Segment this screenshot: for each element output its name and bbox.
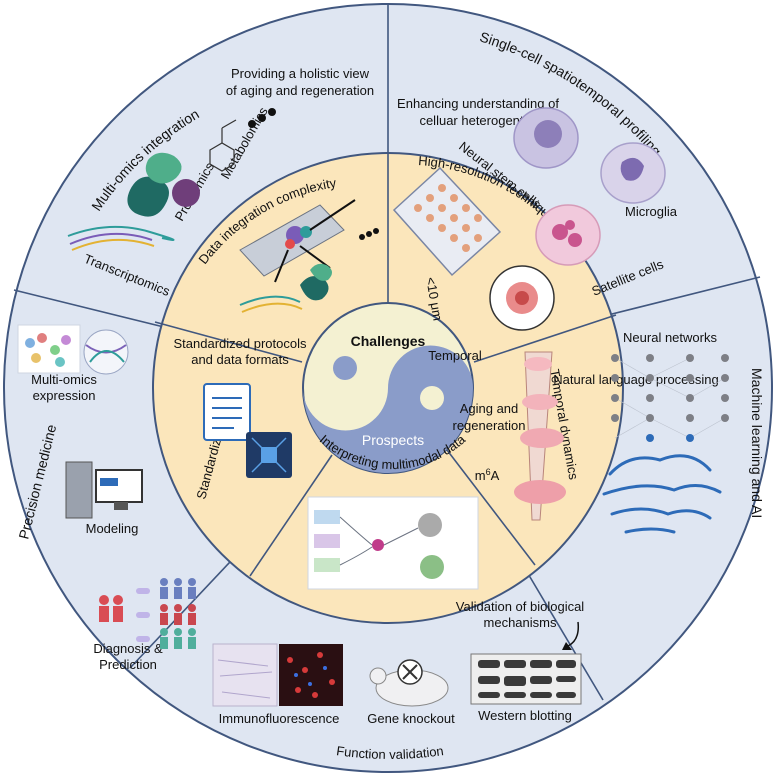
protein-illustration <box>127 152 200 217</box>
neural-networks-label: Neural networks <box>623 330 717 345</box>
histology-image <box>212 643 278 707</box>
holistic-line2: of aging and regeneration <box>226 83 374 98</box>
holistic-line1: Providing a holistic view <box>231 66 370 81</box>
standardized-line1: Standardized protocols <box>174 336 307 351</box>
brain-circuit-illustration <box>602 454 722 534</box>
well-plate-illustration <box>392 166 502 277</box>
mouse-knockout-illustration <box>369 659 449 707</box>
magnified-cell-illustration <box>489 265 555 331</box>
enhancing-line1: Enhancing understanding of <box>397 96 559 111</box>
metabolite-dots-illustration <box>248 108 276 128</box>
diagnosis-line1: Diagnosis & <box>93 641 163 656</box>
validation-arrow <box>562 621 580 650</box>
modeling-label: Modeling <box>86 521 139 536</box>
tsne-scatter-illustration <box>17 324 81 374</box>
microglia-label: Microglia <box>625 204 678 219</box>
multimodal-figure-illustration <box>307 496 479 590</box>
multi-expr-line1: Multi-omics <box>31 372 97 387</box>
chip-icon <box>246 432 292 478</box>
document-icon <box>203 383 251 441</box>
enhancing-line2: celluar heterogentity <box>419 113 537 128</box>
temporal-label: Temporal <box>428 348 482 363</box>
multi-expr-line2: expression <box>33 388 96 403</box>
neural-network-illustration <box>611 354 729 442</box>
prospects-label: Prospects <box>362 432 424 448</box>
circos-plot-illustration <box>83 329 129 375</box>
diagnosis-line2: Prediction <box>99 657 157 672</box>
microglia-illustration <box>600 142 666 204</box>
computer-illustration <box>65 461 143 519</box>
satellite-cell-illustration <box>535 204 601 266</box>
data-integration-illustration <box>239 199 379 313</box>
standardized-line2: and data formats <box>191 352 289 367</box>
western-label: Western blotting <box>478 708 572 723</box>
neural-stem-cell-illustration <box>513 107 579 169</box>
validation-line1: Validation of biological <box>456 599 585 614</box>
western-blot-illustration <box>470 653 582 705</box>
metabolite-molecule-illustration <box>209 119 237 172</box>
patient-groups-illustration <box>99 578 196 649</box>
yin-yang <box>302 302 474 474</box>
aging-line1: Aging and <box>460 401 519 416</box>
function-title: Function validation <box>336 743 445 762</box>
validation-line2: mechanisms <box>484 615 557 630</box>
m6a-label: m6A <box>475 467 500 483</box>
immunofluorescence-image <box>279 644 343 706</box>
immunofluorescence-label: Immunofluorescence <box>219 711 340 726</box>
rna-strand-illustration <box>67 225 175 251</box>
aging-line2: regeneration <box>453 418 526 433</box>
gene-knockout-label: Gene knockout <box>367 711 455 726</box>
challenges-label: Challenges <box>351 333 426 349</box>
nlp-label: Natural language processing <box>553 372 719 387</box>
inner-dividers <box>154 153 617 577</box>
ml-title: Machine learning and AI <box>749 368 765 518</box>
temporal-stack-illustration <box>514 351 566 521</box>
